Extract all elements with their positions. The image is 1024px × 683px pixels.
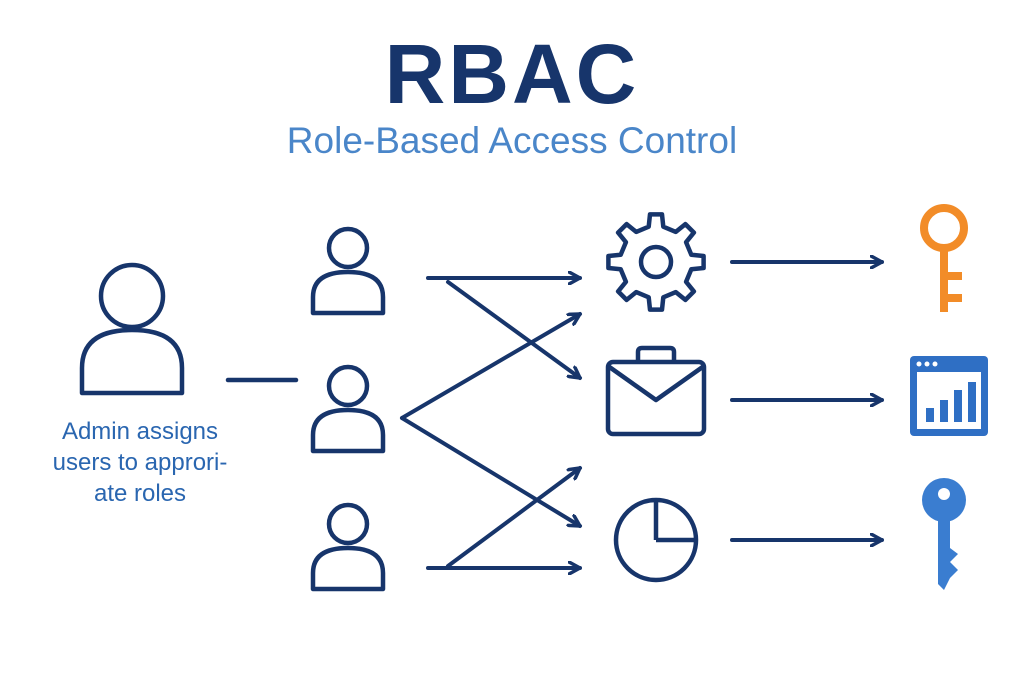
dashboard-chart-icon: [910, 356, 988, 436]
briefcase-icon: [605, 345, 707, 437]
user-icon: [310, 364, 386, 454]
admin-user-icon: [79, 262, 185, 396]
role-permission-arrows: [730, 262, 884, 540]
key-icon: [922, 478, 966, 590]
user-icon: [310, 502, 386, 592]
diagram-title: RBAC: [384, 27, 640, 121]
gear-icon: [606, 212, 706, 312]
arrow-user3-role2: [446, 466, 582, 568]
user-role-arrows: [400, 278, 582, 568]
diagram-subtitle: Role-Based Access Control: [286, 120, 738, 161]
caption-line-1: Admin assigns: [61, 418, 219, 445]
pie-chart-icon: [613, 497, 699, 583]
arrow-user1-role2: [446, 280, 582, 380]
admin-caption: Admin assigns users to approri- ate role…: [28, 416, 252, 509]
caption-line-2: users to approri-: [52, 449, 228, 476]
user-icon: [310, 226, 386, 316]
arrow-user2-role3: [400, 416, 582, 528]
arrow-user2-role1: [400, 312, 582, 420]
key-icon: [920, 204, 968, 312]
caption-line-3: ate roles: [93, 480, 187, 507]
